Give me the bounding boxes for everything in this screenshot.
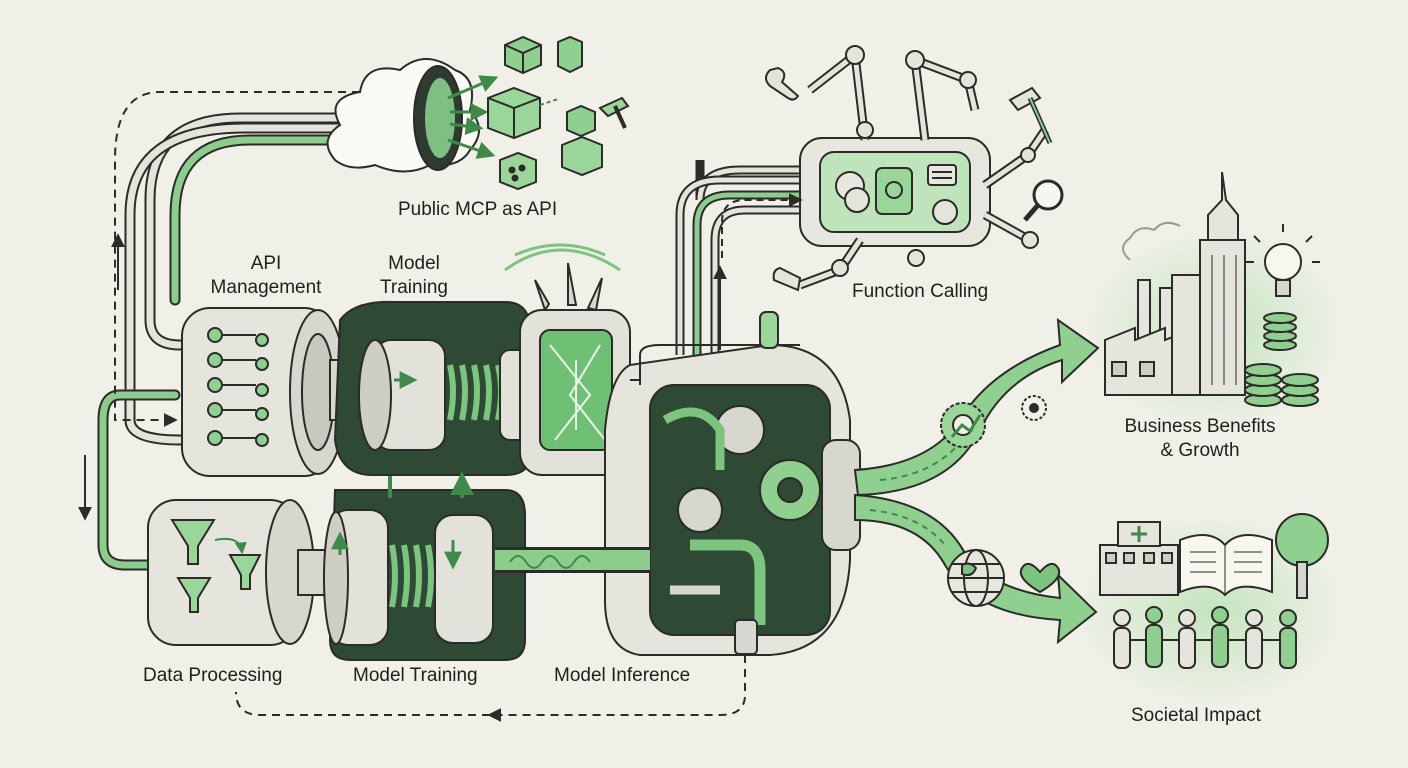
- robot-arm-icon: [798, 45, 1049, 290]
- model-training-bottom-module: [323, 476, 650, 661]
- spring-coil-icon: [447, 364, 504, 421]
- label-data-processing: Data Processing: [143, 665, 283, 686]
- hammer-icon: [598, 96, 630, 129]
- magnifier-icon: [1023, 179, 1064, 222]
- skyscraper-icon: [1171, 171, 1246, 396]
- societal-scene: [1099, 513, 1329, 669]
- cloud-portal-icon: [326, 58, 499, 173]
- hospital-icon: [1099, 521, 1179, 596]
- left-pipes: [97, 112, 366, 571]
- wrench-icon: [765, 66, 802, 292]
- label-model-training-top: Model Training: [380, 253, 448, 298]
- neural-chip-icon: [504, 243, 631, 476]
- label-societal-impact: Societal Impact: [1131, 705, 1261, 726]
- gear-icon: [677, 405, 821, 533]
- gear-icon: [940, 395, 1047, 448]
- label-model-inference: Model Inference: [554, 665, 691, 686]
- globe-icon: [947, 549, 1005, 607]
- spring-coil-icon: [389, 544, 434, 608]
- people-group-icon: [1113, 606, 1297, 669]
- business-scene: [1104, 171, 1320, 407]
- model-inference-engine: [604, 311, 861, 656]
- label-public-mcp: Public MCP as API: [398, 199, 558, 220]
- label-api-management: API Management: [210, 253, 322, 298]
- hammer-icon: [1008, 86, 1053, 145]
- label-business-benefits: Business Benefits & Growth: [1124, 416, 1276, 461]
- tree-icon: [1275, 513, 1329, 599]
- label-model-training-bottom: Model Training: [353, 665, 478, 686]
- open-book-icon: [1179, 534, 1273, 597]
- heart-icon: [1019, 562, 1061, 594]
- lightbulb-icon: [1246, 224, 1320, 297]
- building-blocks-icon: [487, 35, 603, 191]
- api-management-module: [181, 307, 361, 477]
- coin-stack-icon: [1244, 312, 1319, 407]
- label-function-calling: Function Calling: [852, 281, 989, 302]
- funnel-icon: [170, 519, 262, 613]
- function-calling-robot: [675, 137, 991, 355]
- data-processing-module: [147, 499, 329, 646]
